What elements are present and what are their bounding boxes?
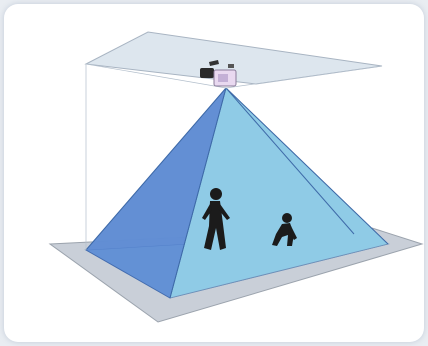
- figure-frame: [4, 4, 424, 342]
- camera-coverage-diagram: [4, 4, 424, 342]
